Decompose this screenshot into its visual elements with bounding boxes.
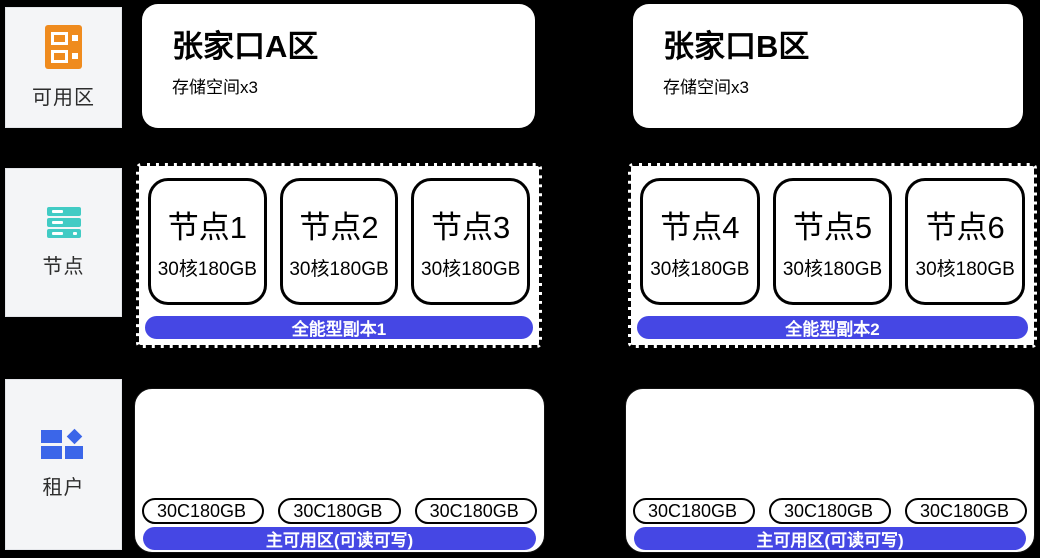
shard-row: 30C180GB 30C180GB 30C180GB — [142, 498, 537, 524]
node-spec: 30核180GB — [650, 259, 750, 280]
legend-label-tenant: 租户 — [42, 476, 85, 499]
legend-label-node: 节点 — [42, 255, 85, 278]
tenant-card-b: 30C180GB 30C180GB 30C180GB 主可用区(可读可写) — [625, 388, 1035, 553]
node-row: 节点1 30核180GB 节点2 30核180GB 节点3 30核180GB — [139, 166, 539, 305]
legend-item-tenant: 租户 — [5, 379, 122, 550]
shard-pill: 30C180GB — [769, 498, 891, 524]
shard-pill: 30C180GB — [633, 498, 755, 524]
node-group-a: 节点1 30核180GB 节点2 30核180GB 节点3 30核180GB 全… — [136, 163, 542, 348]
shard-pill: 30C180GB — [142, 498, 265, 524]
shard-pill: 30C180GB — [905, 498, 1027, 524]
primary-zone-badge: 主可用区(可读可写) — [143, 527, 536, 550]
node-card: 节点4 30核180GB — [640, 178, 760, 305]
zone-title: 张家口A区 — [172, 29, 319, 64]
node-name: 节点6 — [925, 210, 1005, 245]
shard-row: 30C180GB 30C180GB 30C180GB — [633, 498, 1027, 524]
node-name: 节点2 — [299, 210, 379, 245]
node-card: 节点1 30核180GB — [148, 178, 267, 305]
tenant-card-a: 30C180GB 30C180GB 30C180GB 主可用区(可读可写) — [134, 388, 545, 553]
zone-card-a: 张家口A区 存储空间x3 — [142, 4, 535, 128]
node-spec: 30核180GB — [915, 259, 1015, 280]
node-spec: 30核180GB — [782, 259, 883, 280]
node-card: 节点5 30核180GB — [772, 178, 893, 305]
shard-pill: 30C180GB — [414, 498, 537, 524]
node-group-b: 节点4 30核180GB 节点5 30核180GB 节点6 30核180GB 全… — [628, 163, 1037, 348]
server-stack-icon — [46, 206, 81, 238]
zone-storage-subtitle: 存储空间x3 — [172, 78, 258, 98]
node-row: 节点4 30核180GB 节点5 30核180GB 节点6 30核180GB — [631, 166, 1034, 305]
shard-pill: 30C180GB — [278, 498, 401, 524]
node-spec: 30核180GB — [289, 259, 389, 280]
zone-title: 张家口B区 — [663, 29, 810, 64]
node-name: 节点1 — [167, 210, 247, 245]
legend-item-availability-zone: 可用区 — [5, 7, 122, 128]
replica-badge: 全能型副本2 — [635, 314, 1030, 341]
availability-zone-icon — [45, 25, 82, 69]
node-card: 节点2 30核180GB — [279, 178, 399, 305]
replica-badge: 全能型副本1 — [143, 314, 535, 341]
legend-label-availability-zone: 可用区 — [32, 87, 95, 109]
node-card: 节点3 30核180GB — [411, 178, 531, 305]
node-name: 节点4 — [660, 210, 740, 245]
node-spec: 30核180GB — [157, 259, 257, 280]
node-card: 节点6 30核180GB — [905, 178, 1026, 305]
primary-zone-badge: 主可用区(可读可写) — [634, 527, 1026, 550]
node-name: 节点5 — [792, 210, 873, 245]
legend-item-node: 节点 — [5, 168, 122, 317]
node-name: 节点3 — [431, 210, 511, 245]
zone-storage-subtitle: 存储空间x3 — [663, 78, 749, 98]
tenant-blocks-icon — [41, 428, 86, 459]
node-spec: 30核180GB — [421, 259, 521, 280]
zone-card-b: 张家口B区 存储空间x3 — [633, 4, 1023, 128]
